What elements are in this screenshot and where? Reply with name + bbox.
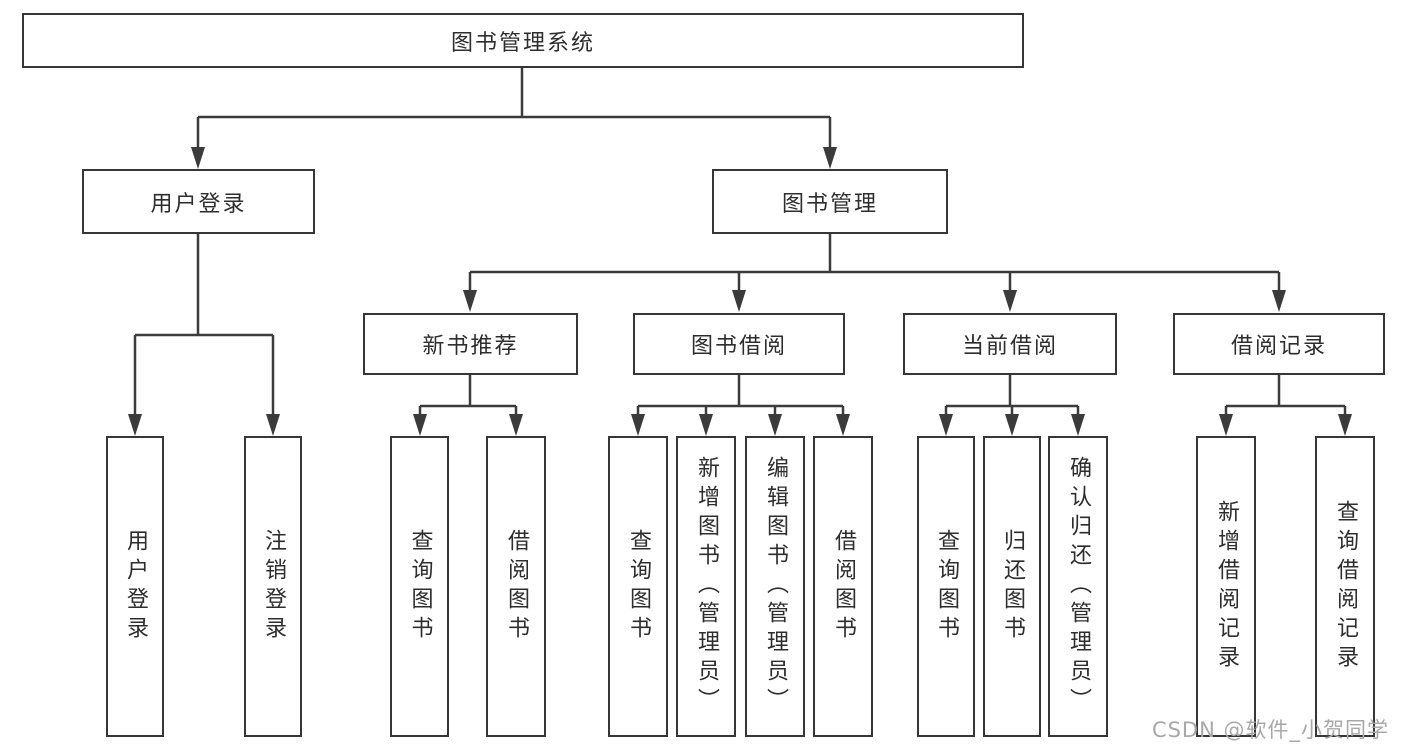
node-borrow-records: 借阅记录 xyxy=(1173,313,1385,375)
node-root: 图书管理系统 xyxy=(22,13,1024,68)
watermark: CSDN @软件_小贺同学 xyxy=(1151,718,1389,742)
arrowheads xyxy=(128,147,1352,436)
leaf-borrow-books-1: 借阅图书 xyxy=(486,436,546,737)
leaf-edit-book-admin: 编辑图书（管理员） xyxy=(745,436,805,737)
leaf-query-books-3: 查询图书 xyxy=(917,436,975,737)
leaf-add-borrow-record: 新增借阅记录 xyxy=(1196,436,1256,737)
leaf-add-book-admin: 新增图书（管理员） xyxy=(676,436,736,737)
leaf-query-books-2: 查询图书 xyxy=(608,436,668,737)
leaf-user-login: 用户登录 xyxy=(106,436,164,737)
node-book-borrow: 图书借阅 xyxy=(633,313,845,375)
node-book-management: 图书管理 xyxy=(712,169,948,234)
node-new-book-recommend: 新书推荐 xyxy=(363,313,578,375)
leaf-return-book: 归还图书 xyxy=(983,436,1041,737)
leaf-query-borrow-record: 查询借阅记录 xyxy=(1315,436,1375,737)
leaf-logout: 注销登录 xyxy=(244,436,302,737)
leaf-borrow-books-2: 借阅图书 xyxy=(813,436,873,737)
leaf-confirm-return-admin: 确认归还（管理员） xyxy=(1048,436,1108,737)
leaf-query-books-1: 查询图书 xyxy=(390,436,449,737)
node-current-borrow: 当前借阅 xyxy=(903,313,1117,375)
node-user-login: 用户登录 xyxy=(82,169,315,234)
